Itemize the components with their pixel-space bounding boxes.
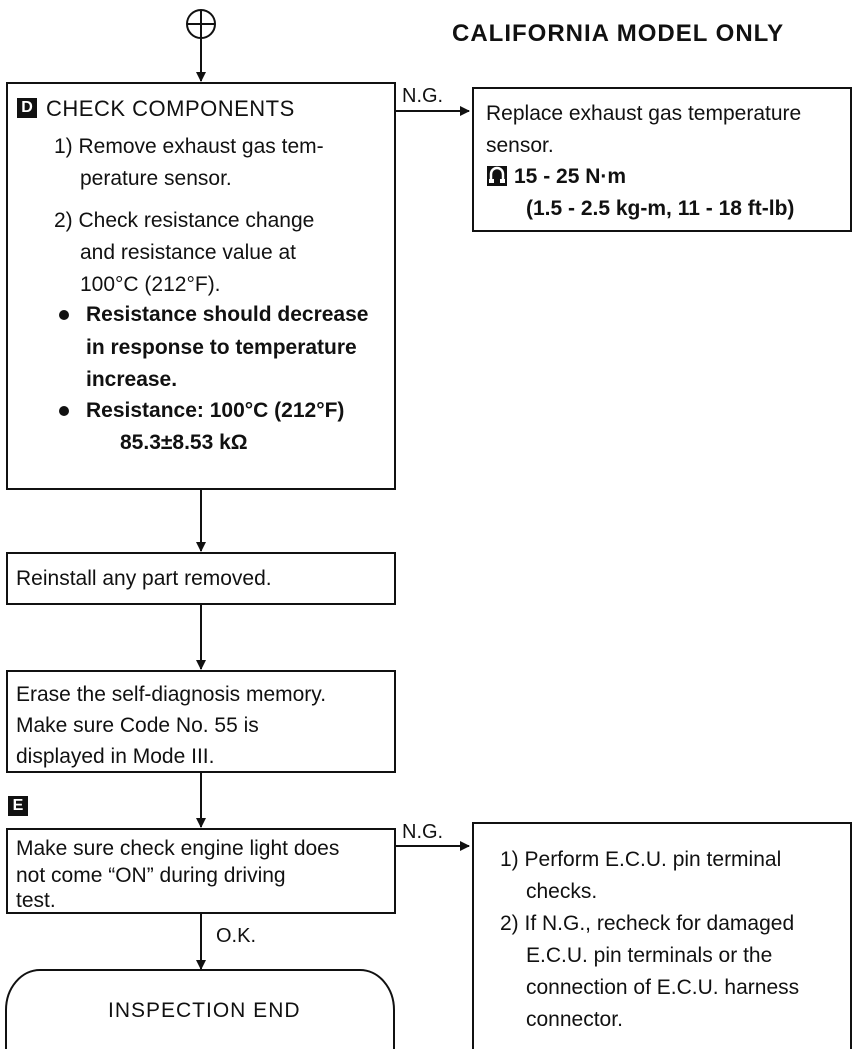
ecu-item1-line2: checks. [526,880,598,903]
step-e-line2: not come “ON” during driving [16,864,286,887]
reinstall-box [6,552,396,605]
ng-label-d: N.G. [402,85,444,107]
step-d-bullet-2 [59,406,69,416]
step-d-spec2-line1: Resistance: 100°C (212°F) [86,399,345,422]
inspection-end-text: INSPECTION END [108,999,301,1022]
step-d-spec1-line1: Resistance should decrease [86,303,369,326]
replace-line1: Replace exhaust gas temperature [486,102,802,125]
step-d-bullet-1 [59,310,69,320]
replace-line2: sensor. [486,134,554,157]
step-e-box [6,828,396,914]
erase-line1: Erase the self-diagnosis memory. [16,683,327,706]
erase-line2: Make sure Code No. 55 is [16,714,259,737]
step-d-item2-line3: 100°C (212°F). [80,273,221,296]
torque-value-nm: 15 - 25 N·m [514,165,627,188]
step-e-marker: E [8,796,28,816]
model-note: CALIFORNIA MODEL ONLY [452,20,785,47]
replace-sensor-box [472,87,852,232]
step-d-box [6,82,396,490]
step-e-line1: Make sure check engine light does [16,837,340,860]
step-d-item1-line2: perature sensor. [80,167,232,190]
step-d-item2-line1: 2) Check resistance change [54,209,315,232]
end-terminal-shape [5,969,395,1049]
ecu-item2-line1: 2) If N.G., recheck for damaged [500,912,795,935]
erase-memory-box [6,670,396,773]
ecu-item1-line1: 1) Perform E.C.U. pin terminal [500,848,782,871]
step-d-spec2-line2: 85.3±8.53 kΩ [120,431,248,454]
step-d-title: CHECK COMPONENTS [46,96,295,121]
step-d-item1-line1: 1) Remove exhaust gas tem- [54,135,324,158]
ecu-check-box [472,822,852,1049]
torque-value-alt: (1.5 - 2.5 kg-m, 11 - 18 ft-lb) [526,197,795,220]
ok-label-e: O.K. [216,925,257,947]
ecu-item2-line3: connection of E.C.U. harness [526,976,800,999]
step-d-marker: D [17,98,37,118]
erase-line3: displayed in Mode III. [16,745,215,768]
ng-label-e: N.G. [402,821,444,843]
torque-wrench-icon [487,166,507,186]
step-e-line3: test. [16,889,56,912]
crosshair-connector-icon [186,9,216,39]
step-d-item2-line2: and resistance value at [80,241,296,264]
reinstall-text: Reinstall any part removed. [16,567,272,590]
step-d-spec1-line3: increase. [86,368,178,391]
ecu-item2-line4: connector. [526,1008,623,1031]
step-d-spec1-line2: in response to temperature [86,336,357,359]
ecu-item2-line2: E.C.U. pin terminals or the [526,944,773,967]
